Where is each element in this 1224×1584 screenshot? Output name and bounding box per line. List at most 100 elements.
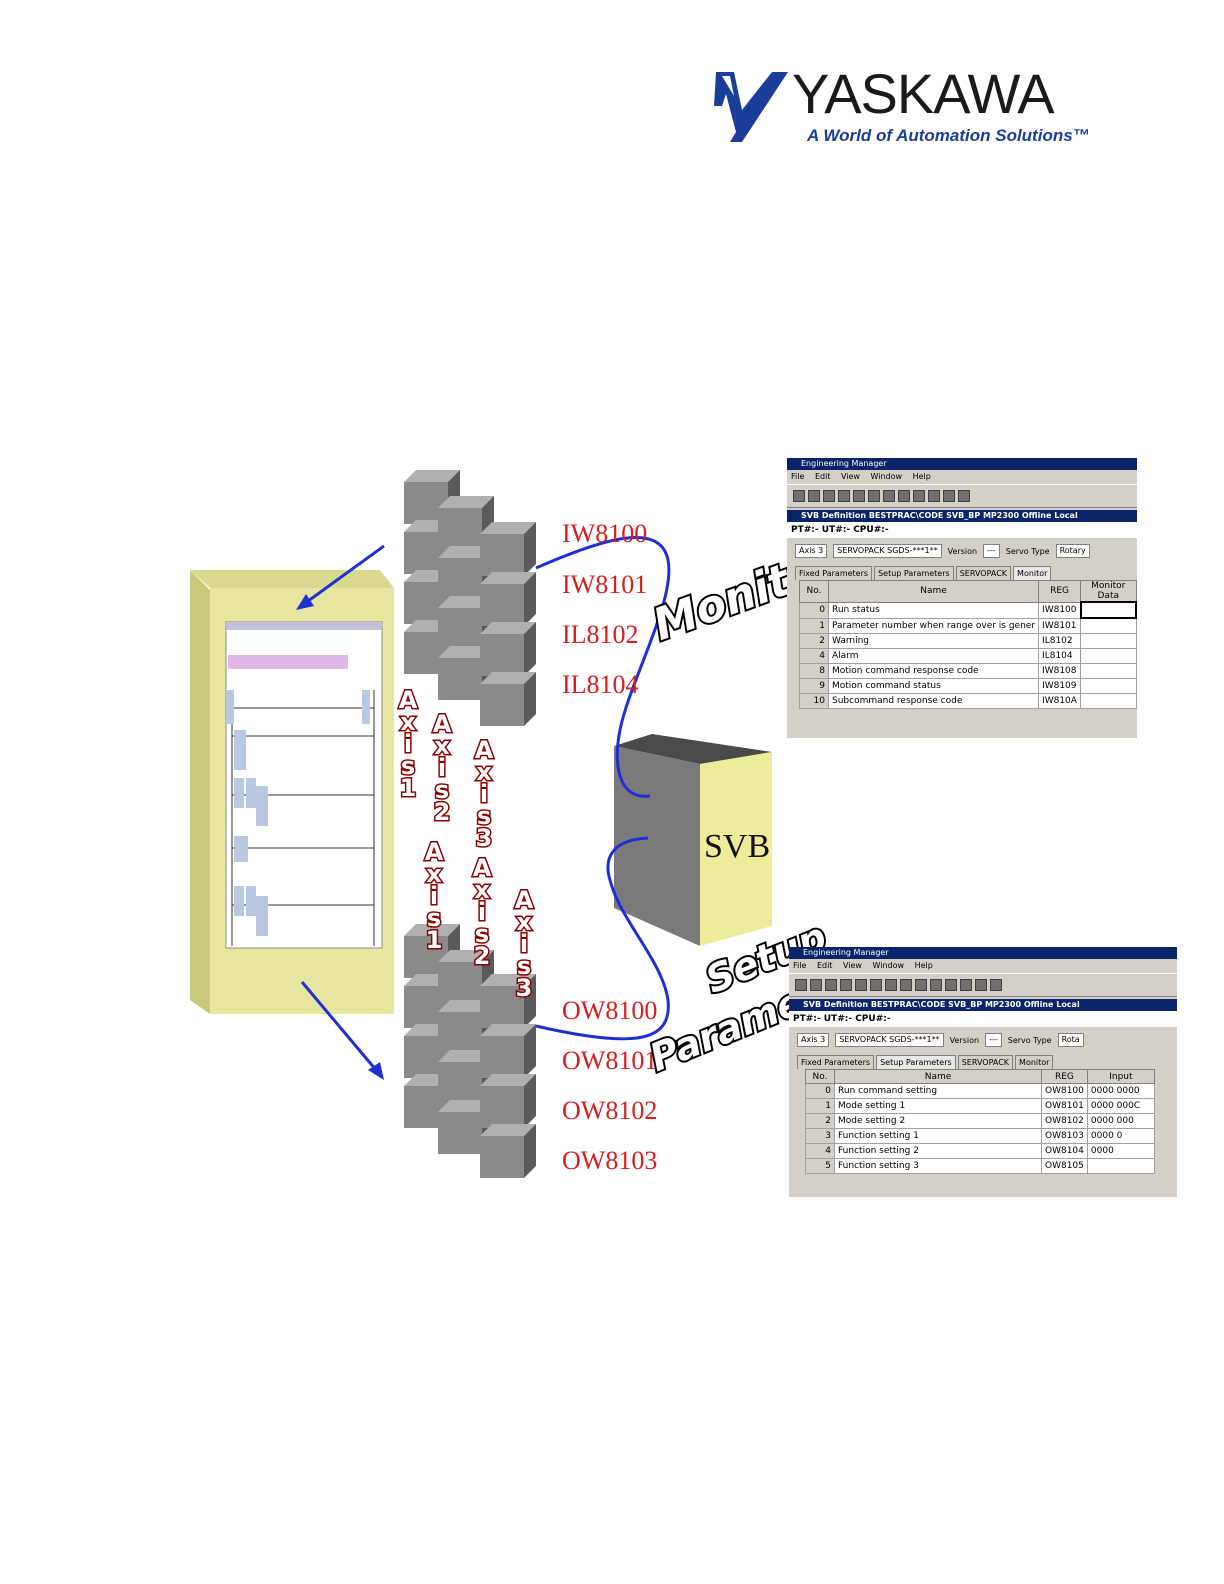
col-monitor-data: Monitor Data — [1080, 580, 1137, 603]
tab-setup-parameters[interactable]: Setup Parameters — [874, 566, 954, 580]
servopack-field: SERVOPACK SGDS-***1** — [835, 1033, 944, 1047]
setup-window-subtitle: SVB Definition BESTPRAC\CODE SVB_BP MP23… — [789, 999, 1177, 1011]
toolbar-icon[interactable] — [840, 979, 852, 991]
row-data[interactable] — [1080, 648, 1137, 664]
row-input[interactable] — [1086, 1158, 1155, 1174]
menu-edit[interactable]: Edit — [814, 472, 831, 481]
menu-file[interactable]: File — [791, 472, 805, 481]
menu-help[interactable]: Help — [914, 961, 933, 970]
toolbar-icon[interactable] — [945, 979, 957, 991]
toolbar-icon[interactable] — [808, 490, 820, 502]
tab-servopack[interactable]: SERVOPACK — [955, 566, 1012, 580]
tab-setup-parameters[interactable]: Setup Parameters — [876, 1055, 956, 1069]
tab-servopack[interactable]: SERVOPACK — [957, 1055, 1014, 1069]
row-data[interactable] — [1080, 633, 1137, 649]
toolbar-icon[interactable] — [943, 490, 955, 502]
row-reg: IW8101 — [1038, 617, 1082, 634]
row-input[interactable]: 0000 0000 — [1086, 1083, 1155, 1099]
version-select[interactable]: --- — [983, 544, 1000, 558]
toolbar-icon[interactable] — [885, 979, 897, 991]
tab-fixed-parameters[interactable]: Fixed Parameters — [795, 566, 873, 580]
menu-edit[interactable]: Edit — [816, 961, 833, 970]
tab-monitor[interactable]: Monitor — [1015, 1055, 1054, 1069]
toolbar-icon[interactable] — [870, 979, 882, 991]
toolbar-icon[interactable] — [913, 490, 925, 502]
row-no: 3 — [805, 1128, 835, 1144]
menu-view[interactable]: View — [840, 472, 860, 481]
toolbar-icon[interactable] — [928, 490, 940, 502]
toolbar-icon[interactable] — [975, 979, 987, 991]
row-data[interactable] — [1079, 601, 1137, 619]
toolbar-icon[interactable] — [898, 490, 910, 502]
menu-view[interactable]: View — [842, 961, 862, 970]
row-name: Warning — [827, 633, 1040, 649]
row-data[interactable] — [1080, 678, 1137, 694]
tab-monitor[interactable]: Monitor — [1013, 566, 1052, 580]
row-reg: IL8104 — [1038, 648, 1082, 664]
monitor-window-subtitle: SVB Definition BESTPRAC\CODE SVB_BP MP23… — [787, 510, 1137, 522]
row-data[interactable] — [1080, 693, 1137, 709]
row-input[interactable]: 0000 — [1086, 1143, 1155, 1159]
row-no: 4 — [799, 648, 829, 664]
menu-file[interactable]: File — [793, 961, 807, 970]
toolbar-icon[interactable] — [883, 490, 895, 502]
row-no: 10 — [799, 693, 829, 709]
setup-window: Engineering Manager File Edit View Windo… — [789, 947, 1177, 1197]
toolbar-icon[interactable] — [795, 979, 807, 991]
row-name: Function setting 2 — [834, 1143, 1042, 1159]
menu-window[interactable]: Window — [870, 472, 903, 481]
axis-label-bottom-1: Axis1 — [419, 837, 450, 950]
menu-window[interactable]: Window — [872, 961, 905, 970]
axis-select[interactable]: Axis 3 — [795, 544, 828, 558]
toolbar-icon[interactable] — [868, 490, 880, 502]
toolbar-icon[interactable] — [990, 979, 1002, 991]
toolbar-icon[interactable] — [823, 490, 835, 502]
toolbar-icon[interactable] — [958, 490, 970, 502]
toolbar-icon[interactable] — [838, 490, 850, 502]
toolbar-icon[interactable] — [960, 979, 972, 991]
setup-tabs: Fixed Parameters Setup Parameters SERVOP… — [789, 1053, 1177, 1069]
toolbar-icon[interactable] — [855, 979, 867, 991]
row-reg: OW8101 — [1041, 1098, 1088, 1114]
toolbar-icon[interactable] — [853, 490, 865, 502]
setup-pt-line: PT#:- UT#:- CPU#:- — [789, 1011, 1177, 1027]
controller-cabinet — [190, 570, 394, 1014]
row-data[interactable] — [1080, 663, 1137, 679]
row-data[interactable] — [1080, 617, 1137, 634]
monitor-form: Axis 3 SERVOPACK SGDS-***1** Version ---… — [787, 538, 1137, 564]
col-reg: REG — [1038, 580, 1082, 603]
setup-window-menubar: File Edit View Window Help — [789, 959, 1177, 973]
row-input[interactable]: 0000 0 — [1086, 1128, 1155, 1144]
toolbar-icon[interactable] — [915, 979, 927, 991]
version-select[interactable]: --- — [985, 1033, 1002, 1047]
axis-select[interactable]: Axis 3 — [797, 1033, 830, 1047]
row-input[interactable]: 0000 000C — [1086, 1098, 1155, 1114]
toolbar-icon[interactable] — [900, 979, 912, 991]
menu-help[interactable]: Help — [912, 472, 931, 481]
version-label: Version — [947, 546, 978, 556]
row-no: 0 — [799, 601, 829, 619]
toolbar-icon[interactable] — [825, 979, 837, 991]
tab-fixed-parameters[interactable]: Fixed Parameters — [797, 1055, 875, 1069]
toolbar-icon[interactable] — [810, 979, 822, 991]
row-input[interactable]: 0000 000 — [1086, 1113, 1155, 1129]
row-name: Motion command status — [827, 678, 1040, 694]
setup-connector — [535, 836, 670, 1041]
toolbar-icon[interactable] — [793, 490, 805, 502]
toolbar-icon[interactable] — [930, 979, 942, 991]
row-reg: OW8105 — [1041, 1158, 1088, 1174]
output-register-2: OW8102 — [562, 1096, 658, 1125]
